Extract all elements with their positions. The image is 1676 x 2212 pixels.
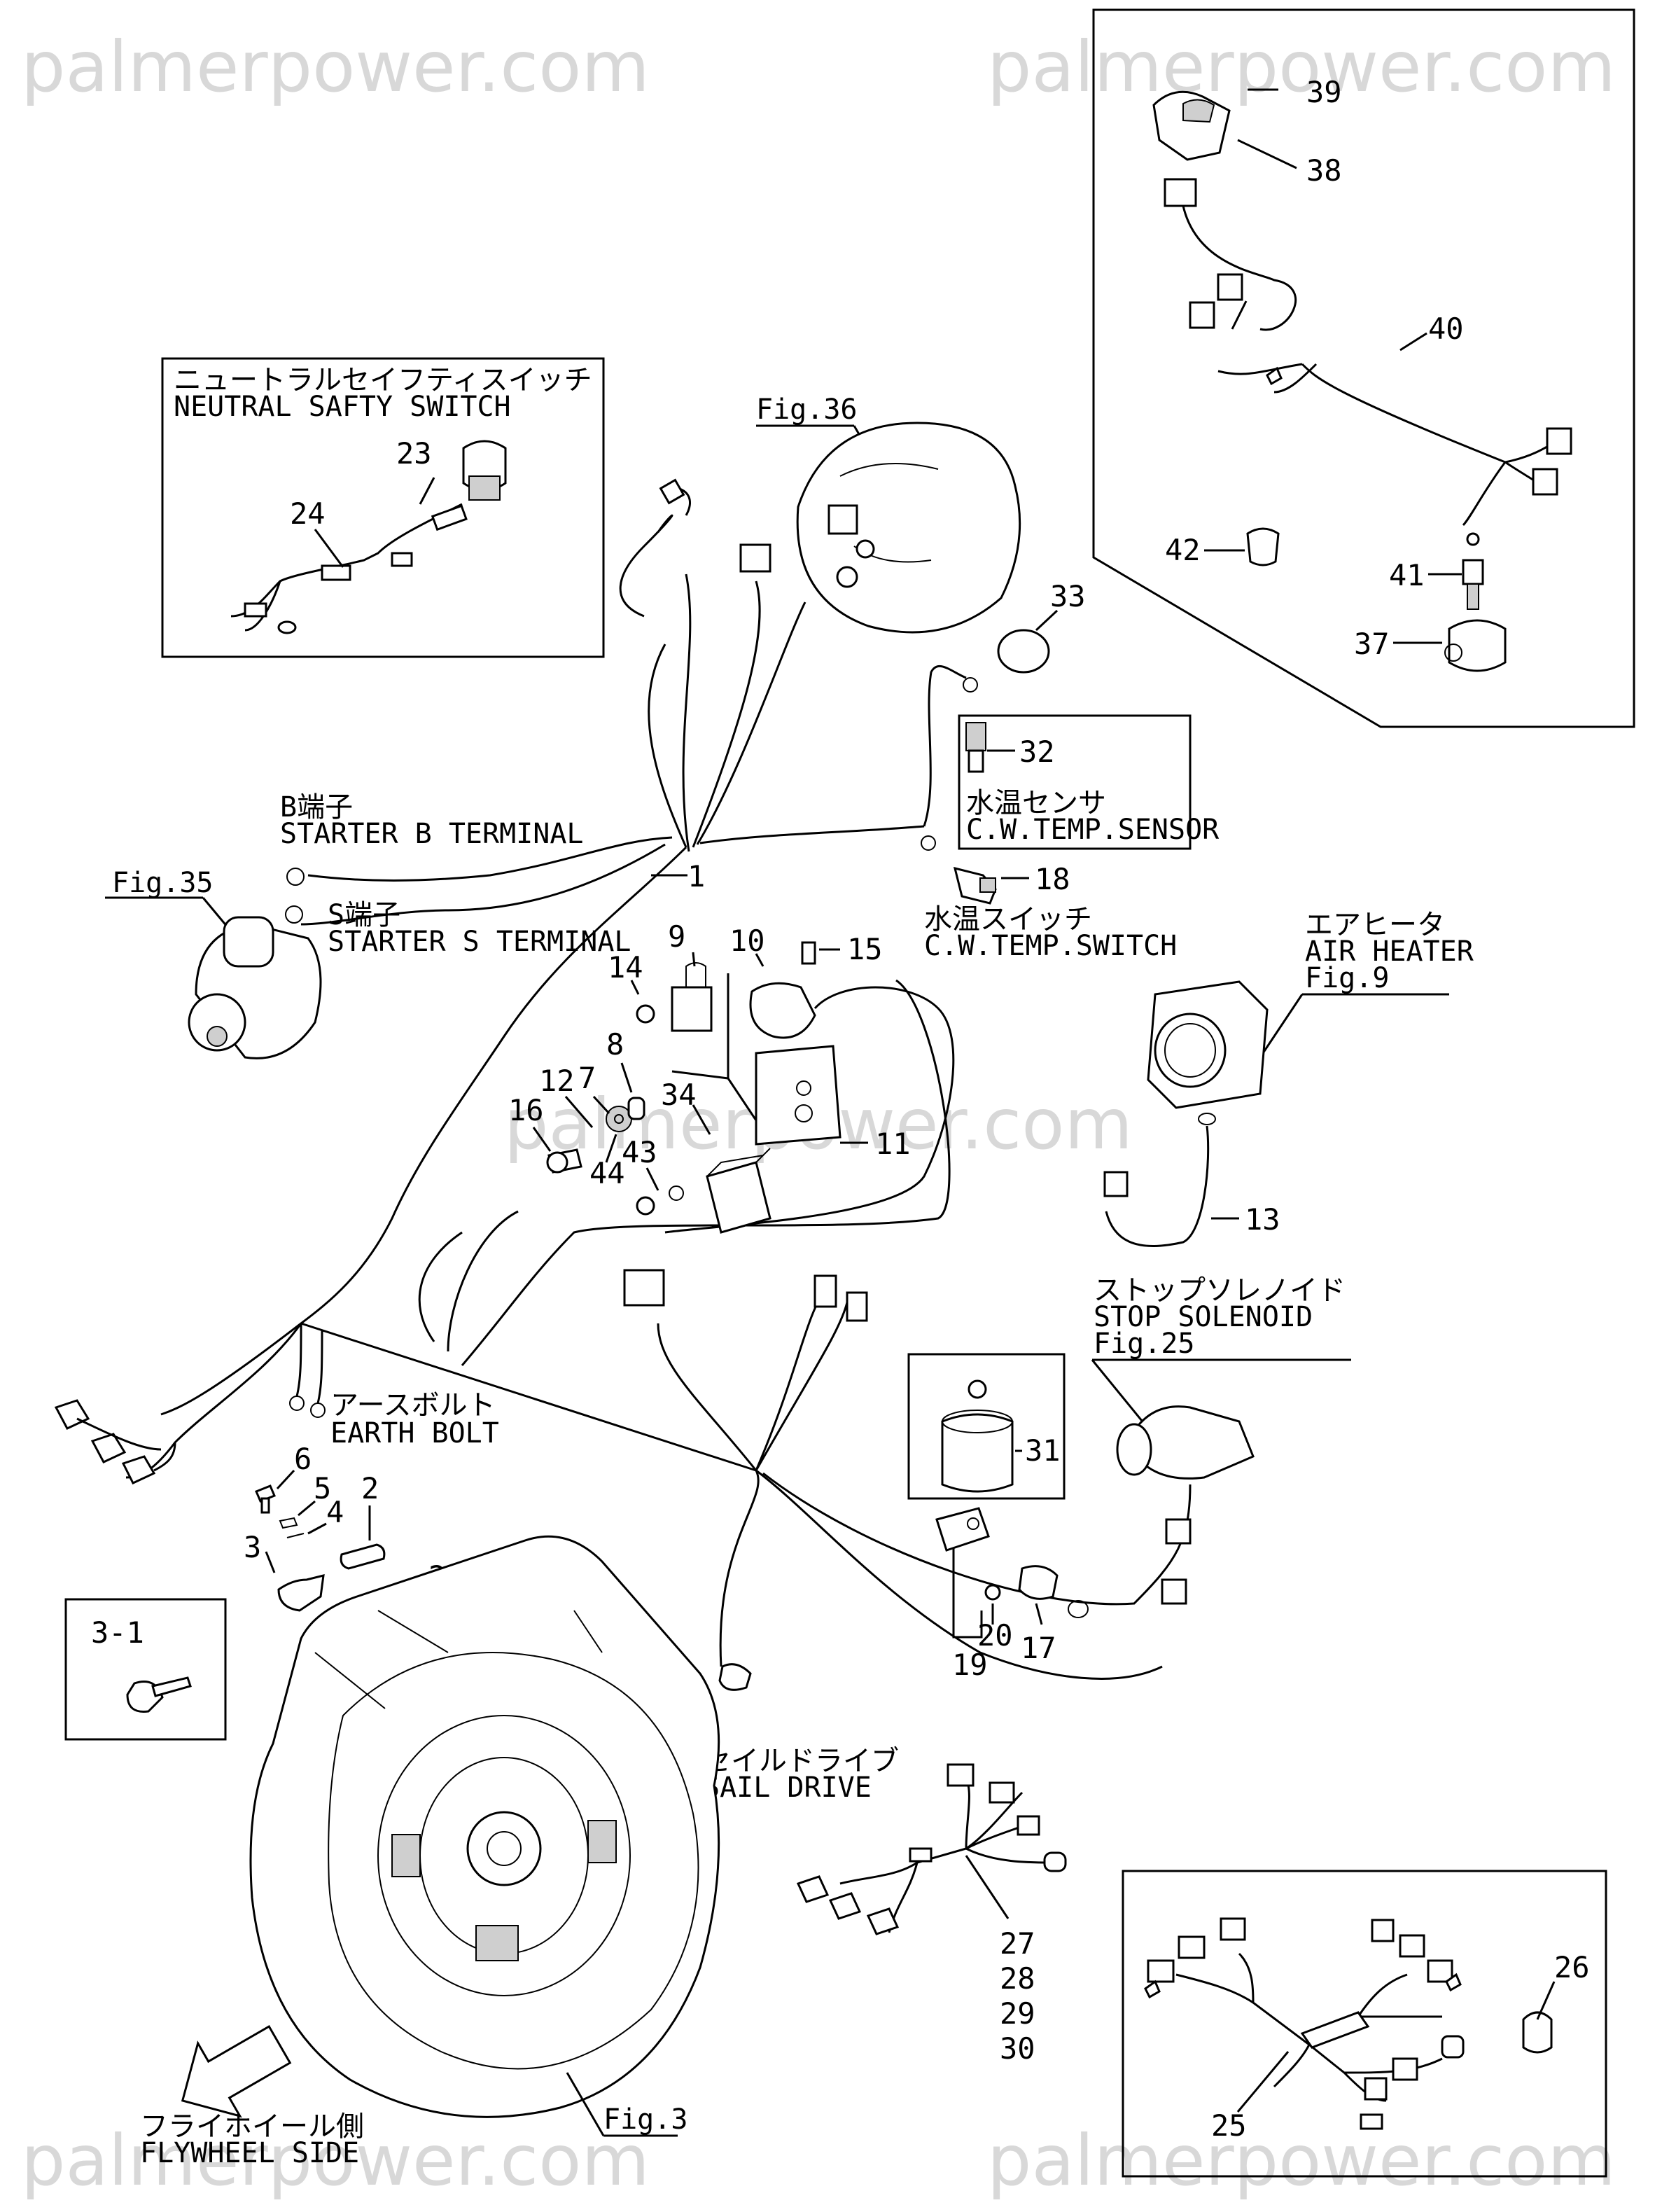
stop-solenoid: ストップソレノイド STOP SOLENOID Fig.25 31 20 17 … <box>907 1274 1351 1682</box>
callout-3: 3 <box>244 1530 261 1564</box>
callout-34: 34 <box>661 1078 697 1112</box>
callout-13: 13 <box>1245 1202 1280 1237</box>
earth-bolt-label-jp: アースボルト <box>330 1389 496 1421</box>
callout-16: 16 <box>508 1093 544 1127</box>
callout-43: 43 <box>622 1135 657 1169</box>
callout-24: 24 <box>290 496 326 531</box>
watermark-top-left: palmerpower.com <box>21 26 650 108</box>
cw-temp-switch-18: 18 水温スイッチ C.W.TEMP.SWITCH <box>924 862 1177 962</box>
callout-17: 17 <box>1021 1631 1056 1665</box>
stop-solenoid-label-jp: ストップソレノイド <box>1094 1274 1346 1307</box>
callout-7: 7 <box>578 1061 596 1095</box>
starter-s-terminal-label-en: STARTER S TERMINAL <box>328 926 631 958</box>
detail-box-sensor-harness: 39 38 40 42 41 37 <box>1092 8 1635 728</box>
fig3-label: Fig.3 <box>603 2103 687 2136</box>
fig35-label: Fig.35 <box>112 867 214 899</box>
cw-temp-sensor-label-en: C.W.TEMP.SENSOR <box>966 814 1220 846</box>
callout-4: 4 <box>326 1495 344 1529</box>
callout-28: 28 <box>1000 1961 1035 1996</box>
fig25-label: Fig.25 <box>1094 1328 1195 1360</box>
air-heater-label-jp: エアヒータ <box>1305 909 1445 941</box>
earth-bolt-label-en: EARTH BOLT <box>330 1417 499 1449</box>
fig36-label: Fig.36 <box>756 394 858 426</box>
callout-2: 2 <box>361 1471 379 1505</box>
callout-40: 40 <box>1428 312 1464 346</box>
callout-8: 8 <box>606 1027 624 1062</box>
callout-20: 20 <box>977 1618 1013 1653</box>
callout-3-1: 3-1 <box>91 1615 144 1650</box>
callout-25: 25 <box>1211 2108 1247 2143</box>
starter-motor: Fig.35 B端子 STARTER B TERMINAL S端子 STARTE… <box>105 791 631 1059</box>
flywheel-side-label-en: FLYWHEEL SIDE <box>140 2137 359 2169</box>
callout-31: 31 <box>1025 1433 1061 1468</box>
fig9-label: Fig.9 <box>1305 962 1389 994</box>
cw-temp-switch-label-en: C.W.TEMP.SWITCH <box>924 930 1177 962</box>
cw-temp-sensor-label-jp: 水温センサ <box>966 787 1106 819</box>
callout-9: 9 <box>668 919 685 954</box>
callout-27: 27 <box>1000 1926 1035 1961</box>
starter-b-terminal-label-jp: B端子 <box>280 791 353 823</box>
cw-temp-switch-label-jp: 水温スイッチ <box>924 903 1092 935</box>
watermark-top-right: palmerpower.com <box>987 26 1616 108</box>
callout-19: 19 <box>952 1648 988 1682</box>
callout-38: 38 <box>1306 153 1342 188</box>
callout-14: 14 <box>608 950 643 985</box>
callout-30: 30 <box>1000 2031 1035 2066</box>
detail-box-neutral-safety-switch: ニュートラルセイフティスイッチ NEUTRAL SAFTY SWITCH 23 … <box>161 357 605 658</box>
neutral-switch-label-jp: ニュートラルセイフティスイッチ <box>174 364 592 396</box>
alternator: Fig.36 <box>739 394 1021 634</box>
detail-box-3-1: 3-1 <box>64 1598 227 1741</box>
callout-11: 11 <box>875 1127 911 1161</box>
air-heater-label-en: AIR HEATER <box>1305 935 1474 968</box>
flywheel-housing <box>249 1535 720 2118</box>
callout-1: 1 <box>687 859 705 893</box>
main-harness: 1 <box>54 478 1192 1691</box>
stop-solenoid-label-en: STOP SOLENOID <box>1094 1301 1313 1333</box>
callout-42: 42 <box>1165 533 1201 567</box>
harness-27-30: 27 28 29 30 <box>796 1763 1067 2066</box>
detail-box-cw-temp-sensor: 32 水温センサ C.W.TEMP.SENSOR <box>958 714 1220 850</box>
starter-b-terminal-label-en: STARTER B TERMINAL <box>280 818 583 850</box>
neutral-switch-label-en: NEUTRAL SAFTY SWITCH <box>174 391 511 423</box>
detail-box-harness-25: 25 26 <box>1122 1870 1607 2178</box>
callout-26: 26 <box>1554 1950 1590 1984</box>
callout-37: 37 <box>1354 627 1390 661</box>
callout-29: 29 <box>1000 1996 1035 2031</box>
flywheel-side-indicator: フライホイール側 FLYWHEEL SIDE Fig.3 <box>140 2024 687 2169</box>
callout-10: 10 <box>729 924 765 958</box>
sail-drive-label-jp: セイルドライブ <box>703 1745 899 1777</box>
hose-clamp-33: 33 <box>997 579 1086 674</box>
starter-s-terminal-label-jp: S端子 <box>328 899 400 931</box>
callout-15: 15 <box>847 932 883 966</box>
callout-39: 39 <box>1306 75 1342 109</box>
callout-5: 5 <box>314 1471 331 1505</box>
callout-12: 12 <box>539 1064 575 1098</box>
sail-drive-label-en: SAIL DRIVE <box>703 1772 872 1804</box>
callout-6: 6 <box>294 1442 312 1476</box>
callout-33: 33 <box>1050 579 1086 613</box>
callout-18: 18 <box>1035 862 1070 896</box>
watermark-bottom-left: palmerpower.com <box>21 2120 650 2201</box>
callout-41: 41 <box>1389 558 1425 592</box>
callout-32: 32 <box>1019 735 1055 769</box>
flywheel-side-label-jp: フライホイール側 <box>140 2110 364 2143</box>
relay-bracket-assembly: 9 14 10 15 11 34 43 44 8 7 12 <box>508 919 955 1234</box>
air-heater: エアヒータ AIR HEATER Fig.9 13 <box>1103 909 1474 1248</box>
watermark-bottom-right: palmerpower.com <box>987 2120 1616 2201</box>
callout-23: 23 <box>396 436 432 471</box>
